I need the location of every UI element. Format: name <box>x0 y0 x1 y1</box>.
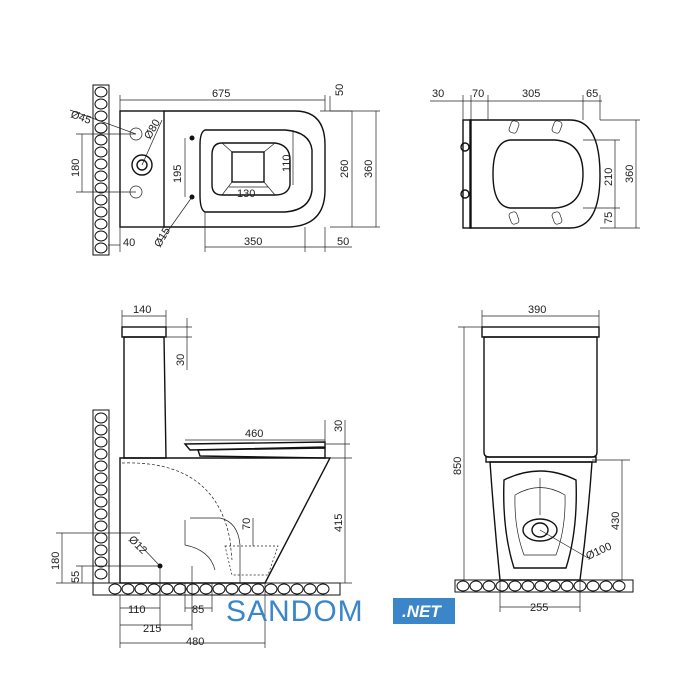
side-dim-outlet-axis: 215 <box>143 623 161 635</box>
dim-base-length: 350 <box>244 236 262 248</box>
side-floor-stones <box>108 583 330 595</box>
dim-front-gap: 50 <box>337 236 349 248</box>
front-view: 390 850 430 Ø100 255 <box>452 304 634 614</box>
top-flush-button <box>131 154 153 176</box>
front-dim-base-width: 255 <box>530 602 548 614</box>
seat-dim-front: 65 <box>586 88 598 100</box>
side-dim-seat-top: 30 <box>333 420 345 432</box>
top-tank <box>119 110 165 228</box>
front-dim-outlet-height: 430 <box>610 512 622 530</box>
seat-outer-outline <box>469 119 601 229</box>
seat-dim-hinge-width: 75 <box>603 212 615 224</box>
top-bowl-outline <box>164 110 326 228</box>
watermark-brand: SANDOM <box>226 595 364 628</box>
side-tank <box>123 336 167 459</box>
side-dim-diam-12: Ø12 <box>126 534 149 557</box>
dim-diam-80: Ø80 <box>142 117 163 141</box>
side-dim-tank-depth: 140 <box>133 304 151 316</box>
dim-total-length: 675 <box>212 88 230 100</box>
watermark-suffix: .NET <box>402 602 442 621</box>
dim-bottom-width: 110 <box>281 154 293 172</box>
front-outlet <box>522 518 558 542</box>
seat-dim-inner-width: 210 <box>603 168 615 186</box>
side-dim-tank-top: 30 <box>175 354 187 366</box>
dim-bowl-width: 260 <box>339 160 351 178</box>
dim-total-width: 360 <box>363 160 375 178</box>
seat-dim-hinge: 70 <box>472 88 484 100</box>
top-wall-stones <box>94 86 108 254</box>
side-dim-water-depth: 70 <box>241 518 253 530</box>
front-dim-width: 390 <box>528 304 546 316</box>
dim-drain-width: 130 <box>237 188 255 200</box>
dim-tank-offset: 40 <box>123 237 135 249</box>
front-tank-lid <box>481 326 600 338</box>
front-tank <box>483 336 598 458</box>
side-dim-bowl-height: 415 <box>333 514 345 532</box>
side-tank-lid <box>121 326 167 338</box>
dim-bolts-spacing: 180 <box>70 159 82 177</box>
dim-bowl-depth: 195 <box>172 165 184 183</box>
side-view: 140 30 460 30 415 70 Ø12 180 55 110 <box>50 304 352 648</box>
seat-dim-length: 305 <box>522 88 540 100</box>
seat-inner-opening <box>492 139 584 209</box>
side-dim-seat-length: 460 <box>245 428 263 440</box>
side-dim-floor-gap: 85 <box>192 604 204 616</box>
watermark: SANDOM .NET <box>226 595 455 628</box>
side-dim-outlet-height: 180 <box>50 552 62 570</box>
seat-hinge-bar <box>462 119 472 229</box>
side-dim-outlet-base: 55 <box>70 571 82 583</box>
side-seat <box>183 441 326 451</box>
side-dim-base-offset: 110 <box>128 604 146 616</box>
front-dim-total-height: 850 <box>452 457 464 475</box>
dim-diam-15: Ø15 <box>152 225 173 249</box>
seat-dim-outer-width: 360 <box>624 165 636 183</box>
dim-tank-gap: 50 <box>334 84 346 96</box>
front-seat <box>485 456 597 463</box>
seat-view: 30 70 305 65 210 360 75 <box>430 88 640 229</box>
front-dim-diam-100: Ø100 <box>584 540 613 562</box>
dim-diam-45: Ø45 <box>69 109 93 127</box>
top-view: 675 50 260 360 110 130 195 180 Ø45 Ø80 4… <box>69 84 380 256</box>
side-wall-stones <box>94 412 108 580</box>
top-seat-outline <box>199 129 313 213</box>
side-dim-total-depth: 480 <box>186 636 204 648</box>
seat-dim-left: 30 <box>432 88 444 100</box>
front-floor-stones <box>456 580 626 592</box>
watermark-badge <box>393 598 455 624</box>
